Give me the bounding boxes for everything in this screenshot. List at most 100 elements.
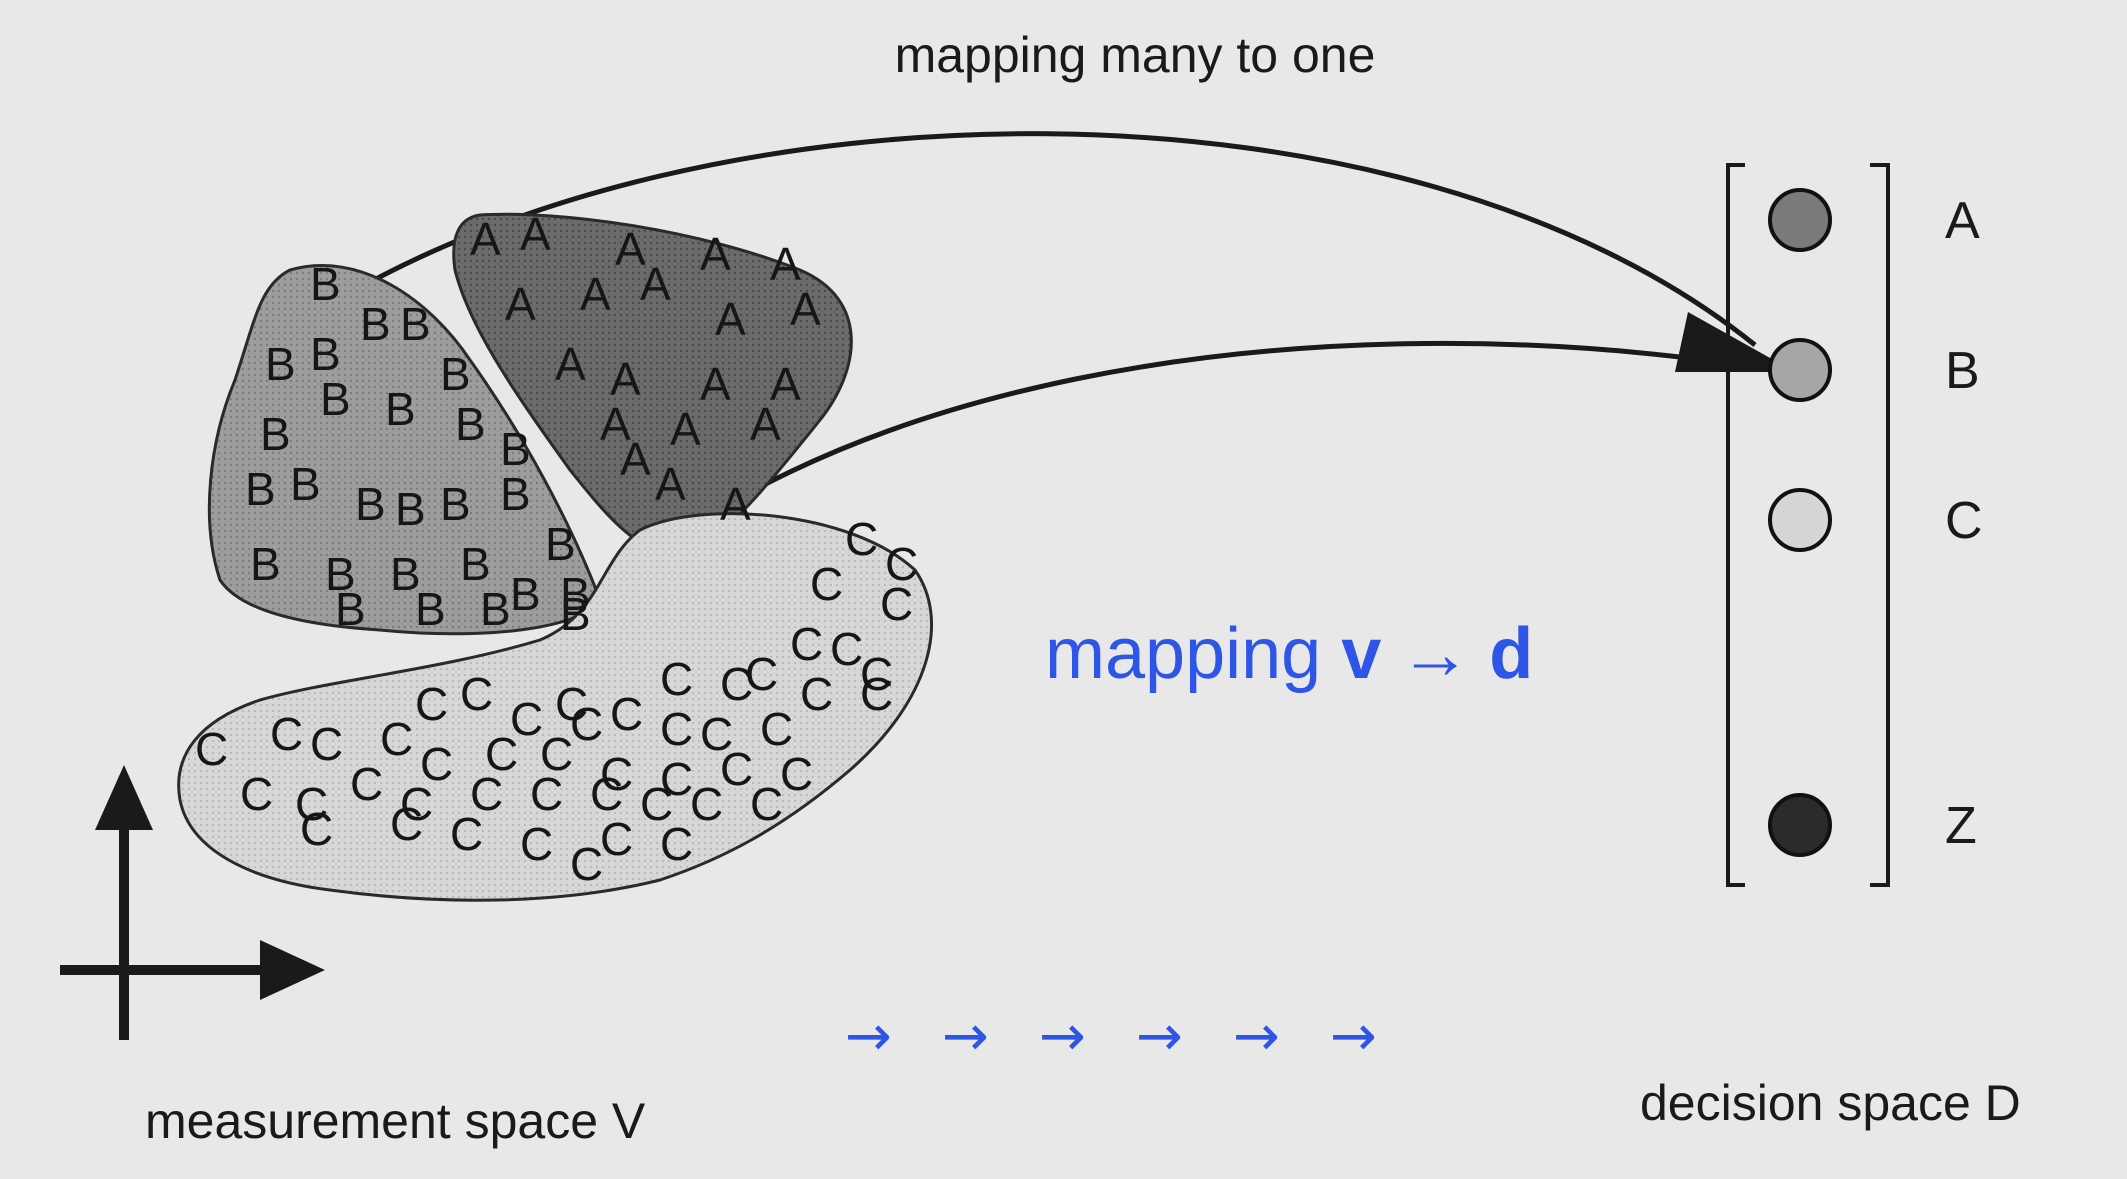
arrow-row-item: → [845, 1004, 892, 1069]
cluster-letter-c: C [570, 838, 603, 890]
cluster-letter-c: C [195, 723, 228, 775]
cluster-letter-c: C [610, 688, 643, 740]
decision-point-b [1768, 338, 1832, 402]
cluster-letter-c: C [540, 728, 573, 780]
cluster-letter-c: C [600, 813, 633, 865]
decision-label-z: Z [1945, 797, 1977, 855]
cluster-letter-b: B [355, 478, 386, 530]
decision-label-c: C [1945, 492, 1983, 550]
cluster-letter-b: B [510, 568, 541, 620]
mapping-label: mapping v→d [1045, 614, 1533, 694]
cluster-letter-b: B [500, 423, 531, 475]
arrow-row: →→→→→→ [845, 1004, 1377, 1069]
arrow-row-item: → [1136, 1004, 1183, 1069]
decision-point-z [1768, 793, 1832, 857]
cluster-letter-a: A [640, 258, 671, 310]
cluster-letter-a: A [770, 238, 801, 290]
cluster-letter-c: C [860, 648, 893, 700]
decision-point-c [1768, 488, 1832, 552]
decision-space-label: decision space D [1640, 1075, 2021, 1131]
cluster-letter-c: C [390, 798, 423, 850]
cluster-letter-c: C [510, 693, 543, 745]
decision-space-box [1726, 163, 1890, 887]
cluster-letter-c: C [270, 708, 303, 760]
cluster-letter-a: A [700, 228, 731, 280]
cluster-letter-a: A [615, 223, 646, 275]
cluster-letter-c: C [555, 678, 588, 730]
cluster-letter-c: C [780, 748, 813, 800]
cluster-letter-b: B [395, 483, 426, 535]
cluster-letter-a: A [790, 283, 821, 335]
cluster-letter-b: B [545, 518, 576, 570]
cluster-letter-c: C [460, 668, 493, 720]
cluster-letter-b: B [440, 348, 471, 400]
cluster-letter-b: B [455, 398, 486, 450]
cluster-letter-c: C [660, 653, 693, 705]
cluster-letter-c: C [570, 698, 603, 750]
cluster-letter-b: B [460, 538, 491, 590]
cluster-letter-c: C [720, 743, 753, 795]
cluster-letter-b: B [560, 588, 591, 640]
cluster-c [177, 512, 934, 902]
cluster-letter-b: B [415, 583, 446, 635]
cluster-letter-b: B [400, 298, 431, 350]
cluster-letter-c: C [240, 768, 273, 820]
cluster-letter-a: A [520, 208, 551, 260]
title: mapping many to one [895, 27, 1376, 83]
cluster-letter-c: C [660, 703, 693, 755]
cluster-letter-c: C [860, 668, 893, 720]
cluster-letter-c: C [885, 538, 918, 590]
cluster-letter-c: C [745, 648, 778, 700]
cluster-letter-c: C [720, 658, 753, 710]
decision-label-b: B [1945, 342, 1980, 400]
cluster-letter-b: B [320, 373, 351, 425]
decision-points: A B C Z [1768, 188, 1983, 857]
cluster-letter-a: A [470, 213, 501, 265]
cluster-letter-a: A [555, 338, 586, 390]
cluster-letter-b: B [440, 478, 471, 530]
cluster-letter-c: C [300, 803, 333, 855]
cluster-letter-c: C [530, 768, 563, 820]
cluster-letter-c: C [350, 758, 383, 810]
cluster-letter-c: C [690, 778, 723, 830]
cluster-letter-b: B [260, 408, 291, 460]
cluster-letter-c: C [800, 668, 833, 720]
arrowhead-icon [1675, 312, 1795, 372]
cluster-letter-c: C [810, 558, 843, 610]
cluster-letter-a: A [580, 268, 611, 320]
cluster-letter-b: B [390, 548, 421, 600]
axes-icon [60, 765, 325, 1040]
cluster-letter-c: C [640, 778, 673, 830]
cluster-letter-c: C [845, 513, 878, 565]
cluster-letter-c: C [880, 578, 913, 630]
cluster-letter-b: B [335, 583, 366, 635]
decision-label-a: A [1945, 192, 1980, 250]
arrow-row-item: → [1039, 1004, 1086, 1069]
cluster-letter-c: C [590, 768, 623, 820]
cluster-letter-c: C [400, 778, 433, 830]
arrow-row-item: → [1330, 1004, 1377, 1069]
cluster-letter-a: A [670, 403, 701, 455]
cluster-letter-b: B [310, 328, 341, 380]
cluster-letter-c: C [660, 818, 693, 870]
cluster-letter-b: B [560, 568, 591, 620]
cluster-letter-c: C [790, 618, 823, 670]
cluster-letter-a: A [750, 398, 781, 450]
cluster-letter-a: A [610, 353, 641, 405]
cluster-letter-b: B [325, 548, 356, 600]
cluster-letter-a: A [720, 478, 751, 530]
cluster-letter-c: C [700, 708, 733, 760]
cluster-letter-c: C [295, 778, 328, 830]
cluster-letter-c: C [750, 778, 783, 830]
arrow-row-item: → [1233, 1004, 1280, 1069]
cluster-letter-c: C [310, 718, 343, 770]
cluster-letter-c: C [470, 768, 503, 820]
cluster-letter-c: C [420, 738, 453, 790]
cluster-letter-a: A [600, 398, 631, 450]
cluster-letter-c: C [380, 713, 413, 765]
cluster-letter-c: C [660, 753, 693, 805]
cluster-letter-c: C [600, 748, 633, 800]
cluster-letter-a: A [505, 278, 536, 330]
cluster-letter-b: B [290, 458, 321, 510]
